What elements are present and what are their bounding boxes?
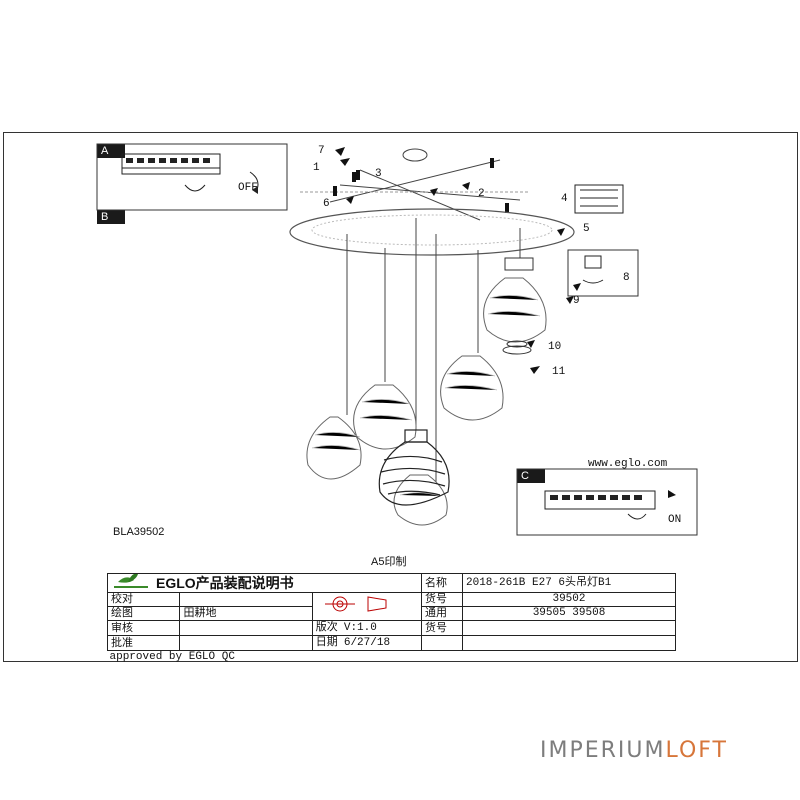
callout-5: 5 — [583, 223, 590, 235]
compatible-extra — [462, 620, 676, 636]
name-value: 2018-261B E27 6头吊灯B1 — [462, 573, 676, 593]
assembly-drawing — [96, 143, 698, 612]
part-8-box — [567, 249, 639, 297]
empty-cell-b — [462, 635, 676, 651]
reviewer-role: 审核 — [106, 620, 181, 636]
callout-9: 9 — [573, 295, 580, 307]
approver-value — [179, 635, 313, 651]
sheet-border — [3, 132, 798, 662]
drawer-role: 绘图 — [106, 606, 181, 621]
panel-a-label: A — [101, 145, 109, 157]
brand-title: EGLO产品装配说明书 — [107, 573, 422, 593]
panel-a-badge: A — [97, 144, 125, 158]
canopy-disc — [289, 208, 575, 256]
screw-icons — [333, 158, 509, 213]
terminal-block-a-icon — [121, 153, 221, 192]
name-label: 名称 — [421, 573, 463, 593]
watermark-part1: IMPERIUM — [540, 738, 666, 763]
print-size: A5印制 — [371, 556, 407, 568]
callout-3: 3 — [375, 168, 382, 180]
panel-b-label: B — [101, 211, 109, 223]
panel-c-badge: C — [517, 469, 545, 483]
ceiling-bracket-icon — [300, 148, 530, 221]
socket-parts — [502, 257, 534, 355]
reviewer-value — [179, 620, 313, 636]
checker-role: 校对 — [106, 592, 181, 607]
terminal-block-c-icon — [544, 490, 656, 520]
compatible-value: 39505 39508 — [462, 606, 676, 621]
watermark-part2: LOFT — [665, 738, 728, 763]
callout-2: 2 — [478, 188, 485, 200]
callout-4: 4 — [561, 193, 568, 205]
imperiumloft-watermark: IMPERIUMLOFT — [540, 738, 728, 763]
approver-role: 批准 — [106, 635, 181, 651]
lampholder-icon — [582, 255, 604, 284]
switch-on-label: ON — [668, 514, 682, 526]
website-text: www.eglo.com — [588, 458, 668, 470]
compatible-label-2: 货号 — [421, 620, 463, 636]
callout-arrows — [335, 147, 676, 498]
switch-off-label: OFF — [238, 182, 258, 194]
connector-icon — [574, 184, 624, 214]
callout-7: 7 — [318, 145, 325, 157]
callout-10: 10 — [548, 341, 562, 353]
panel-c-label: C — [521, 470, 529, 482]
compatible-label-1: 通用 — [421, 606, 463, 621]
featured-shade — [378, 429, 450, 506]
callout-1: 1 — [313, 162, 320, 174]
approved-note: approved by EGLO QC — [109, 651, 235, 663]
shade-texture — [311, 295, 541, 497]
date-label: 日期 — [315, 636, 338, 648]
callout-6: 6 — [323, 198, 330, 210]
projection-cell — [311, 592, 423, 621]
empty-cell-a — [421, 635, 463, 651]
panel-a-box — [96, 143, 288, 211]
checker-value — [179, 592, 313, 607]
instruction-sheet: A B C — [0, 130, 800, 665]
title-block: EGLO产品装配说明书 名称 2018-261B E27 6头吊灯B1 校对 货… — [106, 573, 676, 664]
drawer-value: 田耕地 — [179, 606, 313, 621]
callout-8: 8 — [623, 272, 630, 284]
item-label: 货号 — [421, 592, 463, 607]
version-cell: 版次 V:1.0 — [311, 620, 423, 636]
glass-shades — [306, 277, 547, 526]
pendant-cables — [346, 218, 521, 482]
model-code: BLA39502 — [113, 526, 165, 538]
version-label: 版次 — [315, 621, 338, 633]
panel-c-box — [516, 468, 698, 536]
item-value: 39502 — [462, 592, 676, 607]
date-value: 6/27/18 — [343, 637, 391, 649]
panel-b-badge: B — [97, 210, 125, 224]
date-cell: 日期 6/27/18 — [311, 635, 423, 651]
callout-11: 11 — [552, 366, 566, 378]
version-value: V:1.0 — [343, 622, 377, 634]
